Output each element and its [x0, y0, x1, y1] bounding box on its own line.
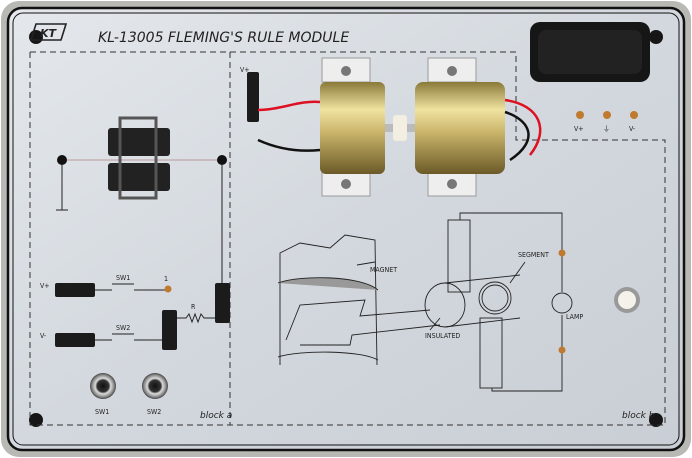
sw2-button-label: SW2 — [147, 408, 161, 416]
coil-component-part — [57, 155, 67, 165]
motor-assembly-part — [427, 171, 477, 197]
sw1-button-label: SW1 — [95, 408, 109, 416]
logo-icon-part — [29, 23, 68, 41]
fleming-diagram-part — [447, 219, 471, 293]
motor-assembly-part-part — [447, 66, 457, 76]
motor-assembly-part-part — [341, 66, 351, 76]
resistor-label: R — [191, 303, 196, 311]
module-title: KL-13005 FLEMING'S RULE MODULE — [98, 30, 349, 46]
connector-sockets-part — [215, 283, 230, 323]
fleming-diagram-part — [285, 299, 431, 341]
fleming-diagram-part — [509, 261, 526, 284]
coil-component-part — [217, 155, 227, 165]
motor-assembly-part — [320, 82, 385, 174]
motor-assembly-part — [427, 57, 477, 83]
lamp-terminals[interactable] — [558, 249, 566, 354]
panel-drawing-part — [12, 12, 680, 446]
connector-sockets — [55, 283, 230, 350]
motor-assembly-part — [393, 115, 407, 141]
power-module-part — [538, 30, 642, 74]
coil-component — [56, 116, 227, 285]
motor-assembly-part-part — [447, 179, 457, 189]
block-outlines — [29, 51, 666, 426]
power-module[interactable] — [530, 22, 650, 82]
vplus-label: V+ — [40, 282, 50, 290]
fleming-diagram-part — [429, 317, 441, 331]
push-button-sw1-part — [90, 373, 116, 399]
power-terminals-part — [603, 111, 611, 119]
fleming-diagram — [277, 212, 573, 392]
fleming-diagram-part — [479, 317, 503, 389]
coil-component-part — [118, 116, 158, 200]
push-button-sw2-part — [142, 373, 168, 399]
fleming-diagram-part — [551, 292, 573, 314]
motor-assembly: V+ — [240, 57, 542, 197]
lamp-bulb-icon — [614, 287, 640, 313]
terminal-1 — [164, 285, 172, 293]
power-ground-label: ⏚ — [603, 125, 610, 133]
screw-icons-part — [649, 30, 663, 44]
fleming-diagram-part — [356, 261, 376, 266]
connector-sockets-part — [55, 283, 95, 297]
motor-assembly-part — [247, 72, 259, 122]
logo-icon-part: KT — [40, 27, 58, 40]
fleming-diagram-part — [279, 234, 378, 366]
lamp-label: LAMP — [566, 313, 583, 321]
push-button-sw2[interactable] — [142, 373, 168, 399]
fleming-diagram-part — [481, 284, 509, 312]
sw2-symbol-label: SW2 — [116, 324, 130, 332]
lamp-bulb-icon-part — [618, 291, 636, 309]
fleming-diagram-part — [478, 281, 512, 315]
vminus-label: V- — [40, 332, 46, 340]
fleming-diagram-part — [444, 274, 521, 328]
terminal-1-label: 1 — [164, 275, 168, 283]
motor-assembly-part — [504, 110, 530, 162]
lamp-terminals-part — [558, 249, 566, 257]
power-terminals-part — [630, 111, 638, 119]
motor-assembly-part — [504, 98, 542, 156]
fleming-diagram-part — [300, 324, 441, 346]
lamp-terminals-part — [558, 346, 566, 354]
power-vplus-label: V+ — [574, 125, 584, 133]
segment-label: SEGMENT — [518, 251, 549, 259]
magnet-label: MAGNET — [370, 266, 397, 274]
push-button-sw1[interactable] — [90, 373, 116, 399]
power-terminals[interactable] — [576, 111, 638, 119]
screw-icons-part — [29, 413, 43, 427]
power-vminus-label: V- — [629, 125, 635, 133]
fleming-diagram-part — [277, 351, 379, 361]
motor-assembly-part — [415, 82, 505, 174]
logo-icon: KT — [29, 23, 68, 41]
power-terminals-part — [576, 111, 584, 119]
coil-component-part — [108, 128, 170, 156]
block-outlines-part — [29, 51, 666, 426]
motor-assembly-part: V+ — [240, 66, 250, 74]
sw1-symbol-label: SW1 — [116, 274, 130, 282]
motor-assembly-part-part — [341, 179, 351, 189]
motor-assembly-part — [341, 66, 457, 189]
connector-sockets-part — [162, 310, 177, 350]
insulated-label: INSULATED — [425, 332, 460, 340]
fleming-diagram-part — [277, 277, 379, 291]
coil-component-part — [108, 163, 170, 191]
block-a-label: block a — [200, 411, 232, 421]
block-b-label: block b — [622, 411, 655, 421]
connector-sockets-part — [55, 333, 95, 347]
motor-assembly-part — [257, 138, 321, 152]
screw-icons-part — [649, 413, 663, 427]
motor-assembly-part — [257, 100, 321, 112]
switch-circuit-part — [176, 312, 216, 324]
